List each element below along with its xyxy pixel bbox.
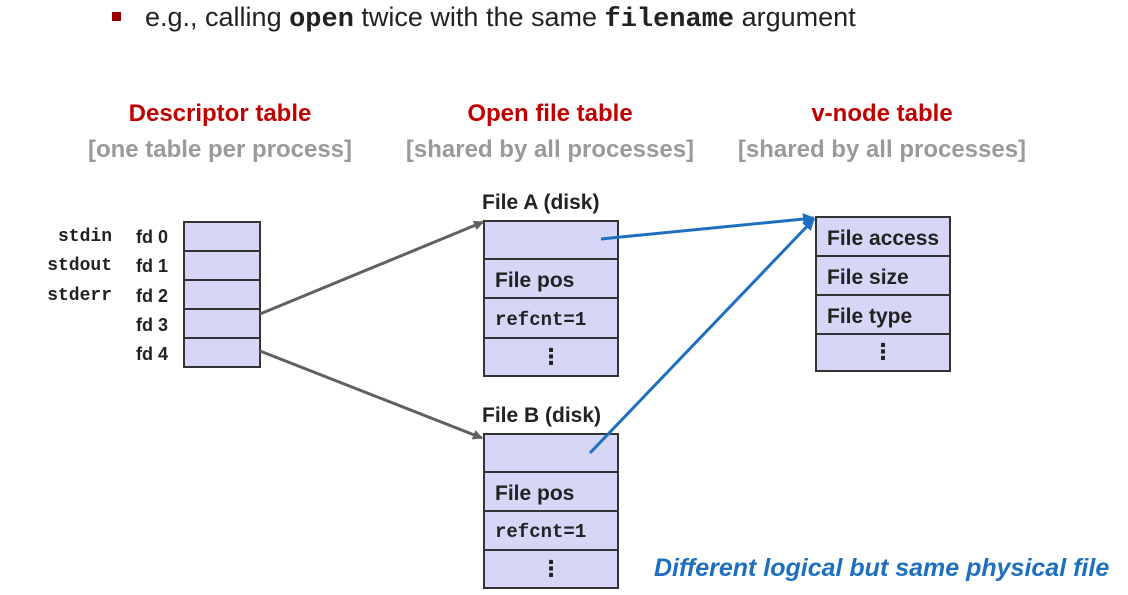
file-a-more-cell: ⋮ (483, 337, 619, 377)
descriptor-table-title: Descriptor table (128, 100, 312, 127)
file-a-label: File A (disk) (482, 191, 600, 214)
file-b-refcnt-text: refcnt=1 (495, 521, 587, 543)
open-file-table-subtitle: [shared by all processes] (405, 136, 695, 163)
fd-label-1: fd 1 (136, 256, 169, 276)
bullet-prefix: e.g., calling (145, 2, 290, 32)
code-open: open (289, 5, 354, 35)
fd-label-2: fd 2 (136, 286, 169, 306)
bullet-mid: twice with the same (353, 2, 605, 32)
file-b-to-vnode-arrow (588, 217, 816, 455)
fd-label-4: fd 4 (136, 344, 169, 364)
fd-slot-1 (183, 250, 261, 281)
bullet-square-icon (112, 12, 121, 21)
fd3-to-file-a-arrow (259, 220, 484, 316)
file-a-to-vnode-arrow (600, 213, 815, 241)
file-b-pos-text: File pos (495, 482, 575, 505)
file-a-ellipsis: ⋮ (540, 344, 562, 369)
vnode-access-text: File access (827, 227, 940, 250)
vnode-type-cell: File type (815, 294, 951, 335)
fd-name-stdin: stdin (57, 227, 112, 247)
open-file-table-title: Open file table (467, 100, 633, 127)
descriptor-table-subtitle: [one table per process] (87, 136, 353, 163)
vnode-size-text: File size (827, 266, 909, 289)
file-a-refcnt-text: refcnt=1 (495, 309, 587, 331)
vnode-type-text: File type (827, 305, 913, 328)
fd-name-stdout: stdout (47, 256, 112, 276)
file-b-label: File B (disk) (482, 404, 602, 427)
vnode-table-title: v-node table (811, 100, 953, 127)
fd-label-3: fd 3 (136, 315, 169, 335)
file-b-more-cell: ⋮ (483, 549, 619, 589)
fd-name-stderr: stderr (47, 286, 112, 306)
fd-slot-4 (183, 337, 261, 368)
fd4-to-file-b-arrow (259, 349, 483, 440)
vnode-table-subtitle: [shared by all processes] (737, 136, 1027, 163)
file-b-ellipsis: ⋮ (540, 556, 562, 581)
vnode-size-cell: File size (815, 255, 951, 296)
vnode-ellipsis: ⋮ (872, 339, 894, 364)
vnode-access-cell: File access (815, 216, 951, 257)
vnode-more-cell: ⋮ (815, 333, 951, 372)
file-a-pos-text: File pos (495, 269, 575, 292)
caption: Different logical but same physical file (654, 554, 1110, 582)
bullet-text: e.g., calling open twice with the same f… (145, 2, 856, 35)
bullet-suffix: argument (734, 2, 856, 32)
fd-label-0: fd 0 (136, 227, 169, 247)
code-filename: filename (604, 5, 735, 35)
